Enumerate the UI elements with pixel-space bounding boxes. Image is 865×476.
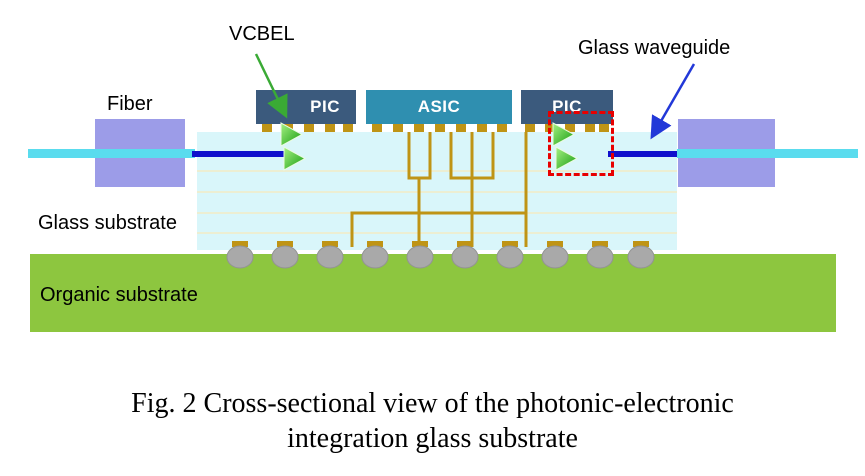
- glass-waveguide-right: [608, 151, 677, 157]
- pic-chip-left-label: PIC: [310, 97, 340, 116]
- optical-fiber-right: [677, 149, 858, 158]
- asic-chip-label: ASIC: [417, 97, 461, 116]
- pic-chip-left: PIC: [256, 90, 356, 124]
- glass-waveguide-left: [192, 151, 289, 157]
- caption-line-1: Fig. 2 Cross-sectional view of the photo…: [131, 388, 734, 419]
- asic-chip: ASIC: [366, 90, 512, 124]
- optical-fiber-left: [28, 149, 195, 158]
- caption-line-2: integration glass substrate: [287, 423, 578, 454]
- vcbel-label: VCBEL: [229, 23, 295, 45]
- glass-layer-line: [197, 212, 677, 214]
- organic-substrate-label: Organic substrate: [40, 284, 198, 306]
- fiber-label: Fiber: [107, 93, 153, 115]
- glass-substrate-label: Glass substrate: [38, 212, 177, 234]
- glass-waveguide-label: Glass waveguide: [578, 37, 731, 59]
- highlight-box: [548, 111, 614, 176]
- glass-layer-line: [197, 191, 677, 193]
- glass-layer-line: [197, 232, 677, 234]
- figure-caption: Fig. 2 Cross-sectional view of the photo…: [0, 386, 865, 456]
